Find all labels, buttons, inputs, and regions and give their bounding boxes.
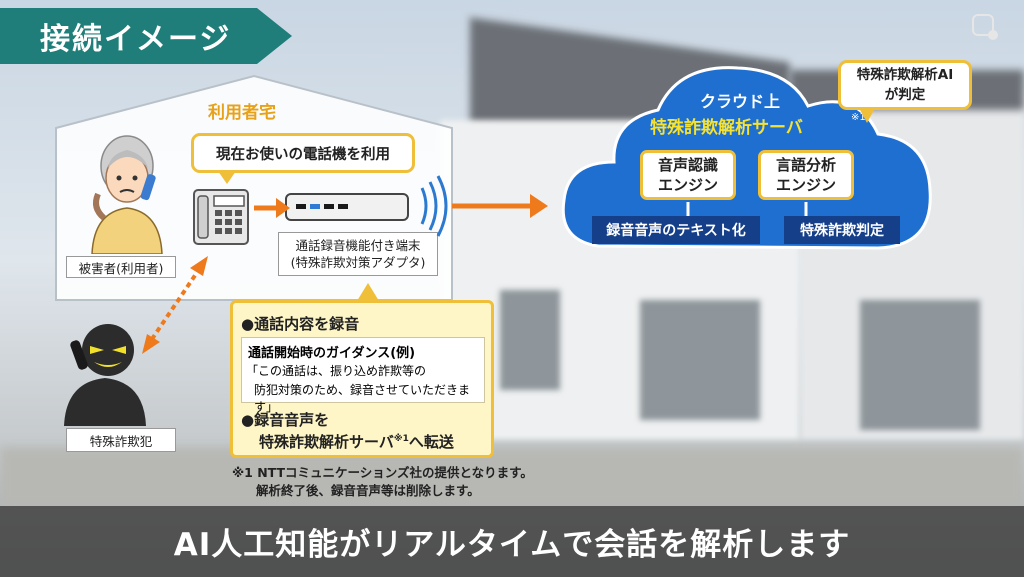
phone-callout: 現在お使いの電話機を利用 bbox=[191, 133, 415, 184]
ai-callout-line2: が判定 bbox=[884, 87, 926, 103]
screen-share-icon[interactable] bbox=[972, 14, 998, 40]
engine1-line2: エンジン bbox=[657, 176, 718, 194]
transfer-target-main: 特殊詐欺解析サーバ bbox=[259, 433, 394, 451]
fraudster-label: 特殊詐欺犯 bbox=[66, 428, 176, 452]
cloud-title-note: ※1 bbox=[851, 112, 866, 123]
footnote-line2: 解析終了後、録音音声等は削除します。 bbox=[256, 483, 480, 498]
guidance-title: 通話開始時のガイダンス(例) bbox=[248, 346, 416, 361]
transfer-target-mark: ※1 bbox=[393, 434, 409, 444]
adapter-device-label-line2: (特殊詐欺対策アダプタ) bbox=[290, 255, 426, 270]
transfer-target-tail: へ転送 bbox=[408, 433, 454, 451]
victim-label: 被害者(利用者) bbox=[66, 256, 176, 278]
text-conversion-label: 録音音声のテキスト化 bbox=[592, 216, 760, 244]
engine2-line1: 言語分析 bbox=[775, 156, 836, 174]
telephone-icon bbox=[192, 188, 250, 246]
speech-recognition-engine: 音声認識 エンジン bbox=[640, 150, 736, 200]
fraud-judgement-label: 特殊詐欺判定 bbox=[784, 216, 900, 244]
recording-info-box: ●通話内容を録音 通話開始時のガイダンス(例) 「この通話は、振り込め詐欺等の … bbox=[230, 283, 494, 458]
guidance-line1: 「この通話は、振り込め詐欺等の bbox=[246, 364, 427, 378]
ai-callout-line1: 特殊詐欺解析AI bbox=[856, 67, 954, 83]
house-label: 利用者宅 bbox=[208, 103, 276, 123]
transfer-heading-target: 特殊詐欺解析サーバ※1へ転送 bbox=[259, 431, 454, 452]
victim-illustration bbox=[82, 128, 172, 255]
recording-heading: ●通話内容を録音 bbox=[241, 315, 360, 333]
adapter-device-label: 通話録音機能付き端末 (特殊詐欺対策アダプタ) bbox=[278, 232, 438, 276]
title-ribbon: 接続イメージ bbox=[0, 8, 292, 64]
language-analysis-engine: 言語分析 エンジン bbox=[758, 150, 854, 200]
cloud-title-line2: 特殊詐欺解析サーバ bbox=[650, 118, 803, 138]
engine2-line2: エンジン bbox=[775, 176, 836, 194]
fraudster-illustration bbox=[60, 318, 150, 426]
guidance-line2: 防犯対策のため、録音させていただきます」 bbox=[254, 383, 471, 414]
cloud-server-shape bbox=[558, 50, 938, 260]
footnote-line1: ※1 NTTコミュニケーションズ社の提供となります。 bbox=[232, 465, 533, 480]
cloud-title-line1: クラウド上 bbox=[700, 92, 781, 111]
ai-judgement-callout: 特殊詐欺解析AI が判定 bbox=[838, 60, 972, 123]
engine1-line1: 音声認識 bbox=[657, 156, 718, 174]
guidance-example-box: 通話開始時のガイダンス(例) 「この通話は、振り込め詐欺等の 防犯対策のため、録… bbox=[241, 337, 485, 414]
adapter-device-icon bbox=[284, 186, 414, 226]
subtitle-caption: AI人工知能がリアルタイムで会話を解析します bbox=[0, 506, 1024, 577]
transfer-heading: ●録音音声を bbox=[241, 411, 330, 429]
adapter-device-label-line1: 通話録音機能付き端末 bbox=[295, 238, 421, 253]
